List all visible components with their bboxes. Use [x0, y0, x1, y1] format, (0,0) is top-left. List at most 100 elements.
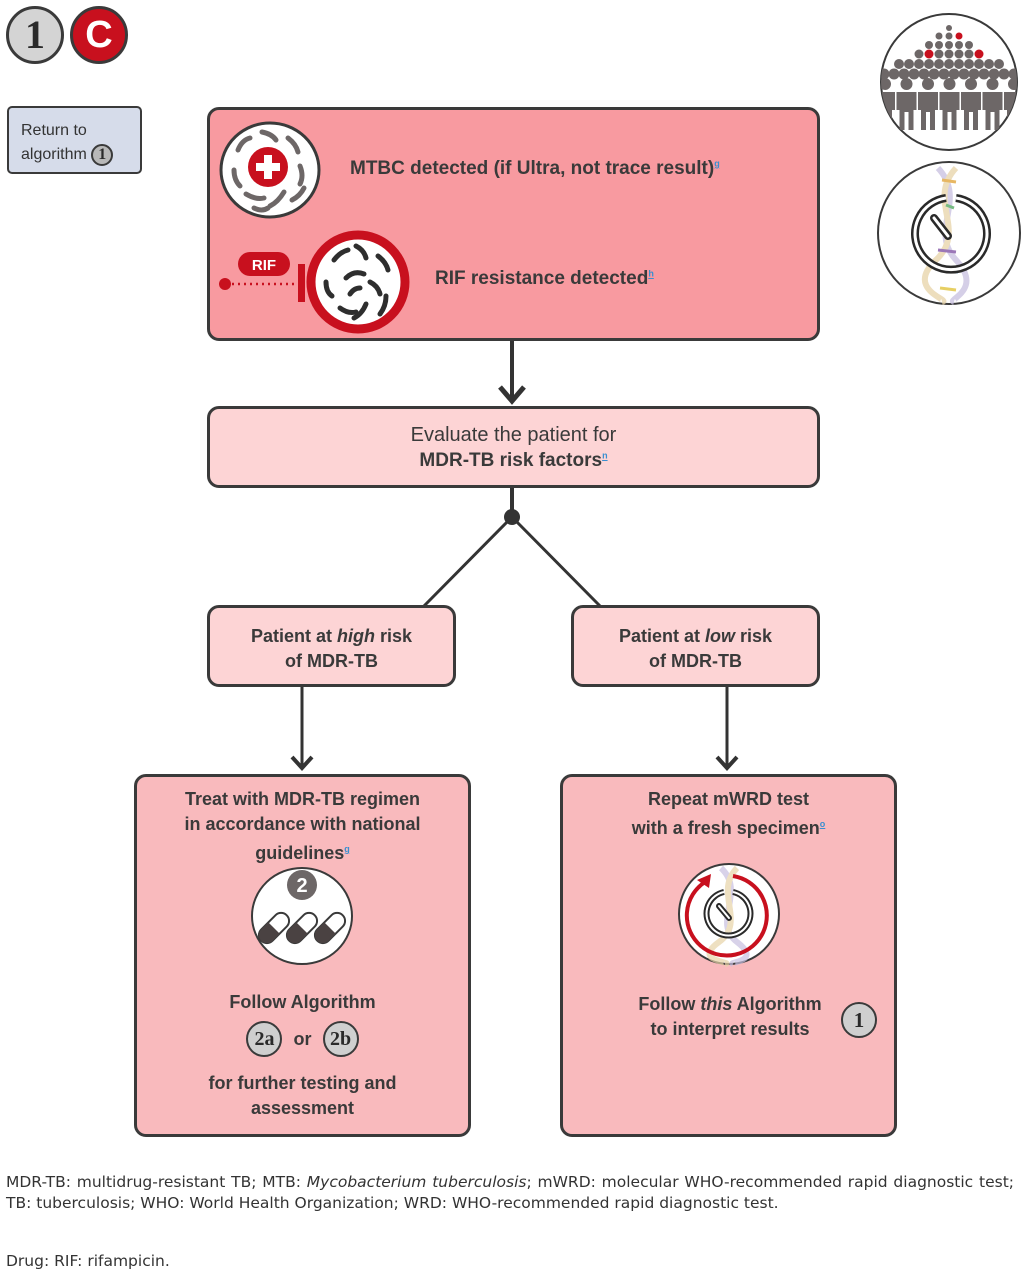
- arrowhead: [290, 755, 314, 771]
- person-head: [994, 59, 1004, 69]
- person-head: [984, 59, 994, 69]
- or-label: or: [293, 1028, 312, 1049]
- person-head: [958, 68, 970, 80]
- person-head: [1008, 78, 1017, 90]
- person-head: [934, 59, 944, 69]
- footnote-ref-g[interactable]: g: [344, 844, 350, 854]
- population-icon: [880, 13, 1018, 151]
- algorithm-2b-badge[interactable]: 2b: [322, 1021, 359, 1057]
- low-risk-line2: of MDR-TB: [649, 651, 742, 671]
- return-to-algorithm-button[interactable]: Return to algorithm 1: [7, 106, 142, 174]
- person-head: [928, 68, 940, 80]
- repeat-line1: Repeat mWRD test: [647, 789, 810, 809]
- person-head: [935, 32, 943, 40]
- person-head: [964, 49, 974, 59]
- branch-node: [504, 509, 520, 525]
- dna-test-icon: [877, 161, 1021, 305]
- footnote-ref-n[interactable]: n: [602, 450, 608, 461]
- follow-this-line1: Follow this Algorithm: [638, 994, 822, 1014]
- drug-footnote: Drug: RIF: rifampicin.: [6, 1252, 170, 1270]
- person-head: [946, 25, 952, 31]
- algorithm-choice: 2a or 2b: [137, 1021, 468, 1057]
- highlighted-person: [974, 49, 984, 59]
- highlighted-person: [924, 49, 934, 59]
- person-head: [914, 59, 924, 69]
- arrowhead: [498, 385, 526, 405]
- abbreviations-footnote: MDR-TB: multidrug-resistant TB; MTB: Myc…: [6, 1173, 1015, 1212]
- person-head: [904, 59, 914, 69]
- person-head: [888, 68, 900, 80]
- person-head: [964, 59, 974, 69]
- further-line1: for further testing and: [208, 1073, 397, 1093]
- person-head: [988, 68, 1000, 80]
- treat-line1: Treat with MDR-TB regimen: [184, 789, 421, 809]
- evaluate-line2: MDR-TB risk factorsn: [419, 450, 608, 471]
- person-body: [896, 92, 917, 130]
- footnote-ref-o[interactable]: o: [819, 819, 826, 829]
- person-body: [939, 92, 960, 130]
- algorithm-1-link-badge[interactable]: 1: [841, 1002, 877, 1038]
- person-head: [945, 41, 953, 49]
- person-head: [998, 68, 1010, 80]
- pill-capsule: [313, 911, 347, 945]
- algorithm-2-label: 2: [296, 875, 307, 897]
- branch-line-low: [510, 515, 602, 608]
- person-head: [934, 49, 944, 59]
- mtbc-detected-icon: [219, 121, 321, 219]
- low-risk-box: Patient at low risk of MDR-TB: [571, 605, 820, 687]
- person-head: [908, 68, 920, 80]
- person-head: [944, 49, 954, 59]
- person-body: [918, 92, 938, 130]
- further-line2: assessment: [250, 1098, 355, 1118]
- algorithm-number: 1: [25, 12, 45, 57]
- repeat-test-icon: [678, 863, 780, 967]
- arrowhead: [715, 755, 739, 771]
- mtbc-detected-text: MTBC detected (if Ultra, not trace resul…: [350, 158, 720, 179]
- person-head: [974, 59, 984, 69]
- rif-resistance-icon: RIF: [219, 230, 410, 334]
- person-head: [943, 78, 956, 90]
- person-head: [924, 59, 934, 69]
- person-head: [965, 78, 977, 90]
- person-body: [982, 92, 1003, 130]
- highlighted-person: [955, 32, 963, 40]
- person-head: [938, 68, 950, 80]
- rif-resistance-text: RIF resistance detectedh: [435, 268, 654, 289]
- return-label-line1: Return to: [21, 122, 87, 139]
- person-head: [954, 59, 964, 69]
- person-head: [954, 49, 964, 59]
- person-head: [894, 59, 904, 69]
- person-head: [918, 68, 930, 80]
- person-head: [968, 68, 980, 80]
- treat-line2: in accordance with national: [184, 814, 421, 834]
- person-head: [898, 68, 910, 80]
- follow-algorithm-2: Follow Algorithm 2a or 2b for further te…: [137, 992, 468, 1121]
- person-head: [922, 78, 934, 90]
- branch-line-high: [422, 515, 514, 608]
- section-letter: C: [85, 14, 113, 56]
- pill-capsule: [285, 911, 319, 945]
- pill-capsule: [257, 911, 291, 945]
- follow-algorithm-label: Follow Algorithm: [229, 992, 376, 1012]
- high-risk-line1: Patient at high risk: [250, 626, 413, 646]
- footnote-ref-g[interactable]: g: [714, 158, 720, 169]
- section-c-badge: C: [70, 6, 128, 64]
- person-head: [914, 49, 924, 59]
- person-head: [935, 41, 943, 49]
- person-head: [900, 78, 913, 90]
- evaluate-patient-box: Evaluate the patient for MDR-TB risk fac…: [207, 406, 820, 488]
- footnote-ref-h[interactable]: h: [648, 268, 654, 279]
- follow-this-line2: to interpret results: [650, 1019, 810, 1039]
- algorithm-2a-badge[interactable]: 2a: [246, 1021, 283, 1057]
- low-risk-line1: Patient at low risk: [618, 626, 773, 646]
- person-head: [881, 78, 891, 90]
- return-label-line2: algorithm 1: [21, 143, 140, 167]
- medication-icon: 2: [251, 867, 353, 965]
- algorithm-1-badge: 1: [6, 6, 64, 64]
- rif-drug-label: RIF: [252, 257, 276, 274]
- person-head: [944, 59, 954, 69]
- follow-this-algorithm: Follow this Algorithm to interpret resul…: [610, 992, 850, 1042]
- evaluate-line1: Evaluate the patient for: [410, 424, 617, 446]
- algorithm-1-mini-badge: 1: [91, 143, 114, 166]
- person-head: [945, 32, 953, 40]
